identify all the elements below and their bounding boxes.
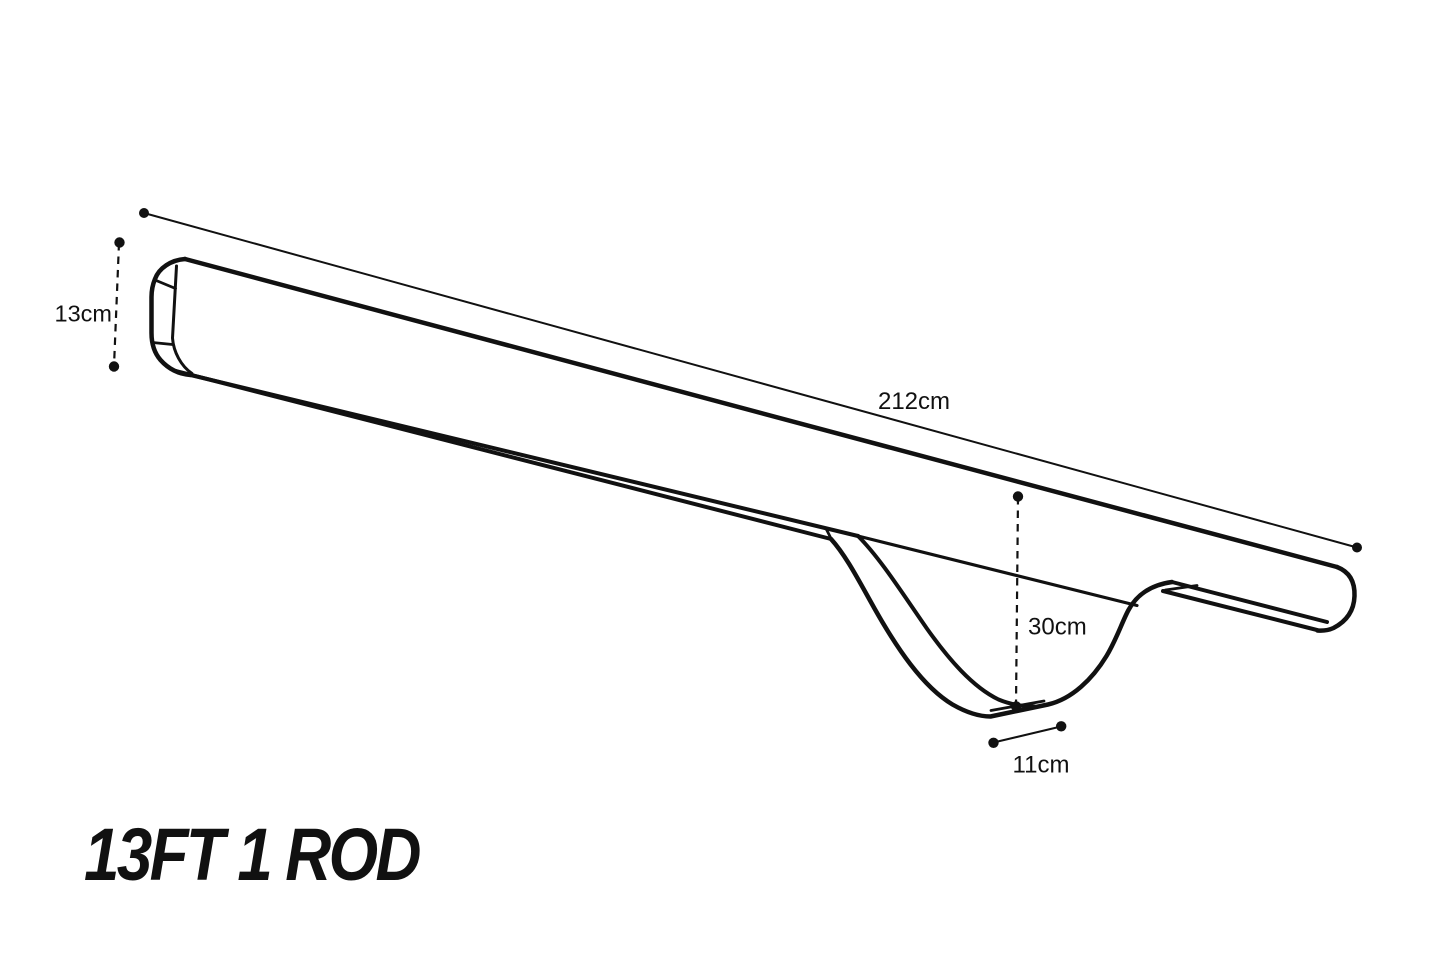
rod-bottom-strip-right-upper [1170,580,1329,624]
dimension-dip-base-left-dot [988,737,999,748]
rod-top-edge [182,256,1340,570]
dimension-end-height-label: 13cm [55,301,112,327]
dimension-dip-depth: 30cm [1011,491,1087,712]
dimension-dip-depth-bottom-dot [1011,701,1022,712]
dimension-length: 212cm [139,208,1362,553]
dimension-length-label: 212cm [878,388,950,415]
rod-right-tip [1315,564,1357,633]
rod-endcap-bottom-seam-tick [151,341,174,346]
dimension-end-height-line [112,242,121,367]
rod-outline-group [149,256,1357,719]
dimension-length-start-dot [139,208,149,218]
rod-endcap-top-seam-tick [153,278,177,290]
dimension-dip-depth-top-dot [1012,491,1024,502]
rod-endcap-outline [149,256,193,378]
dimension-dip-base-label: 11cm [1013,752,1070,779]
rod-bottom-strip-right-lower [1161,589,1319,632]
rod-endcap-inner-edge [171,264,194,375]
dimension-length-line [143,212,1358,549]
rod-dip-back-top-edge [856,534,1139,608]
rod-dip-right-seam-tick [1164,584,1199,592]
dimension-end-height: 13cm [55,237,125,372]
rod-dip-front-outline [828,536,1175,719]
dimension-dip-base-line [993,725,1062,744]
dimension-dip-base-right-dot [1056,721,1067,732]
dimension-length-end-dot [1352,542,1362,553]
dimension-dip-depth-line [1014,496,1020,707]
dimension-dip-depth-label: 30cm [1028,614,1087,641]
diagram-title: 13FT 1 ROD [84,813,421,896]
rod-bottom-strip-left-lower [174,369,833,541]
dimension-dip-base: 11cm [988,721,1070,779]
dimension-end-height-bottom-dot [108,361,120,372]
dimension-end-height-top-dot [114,237,125,248]
